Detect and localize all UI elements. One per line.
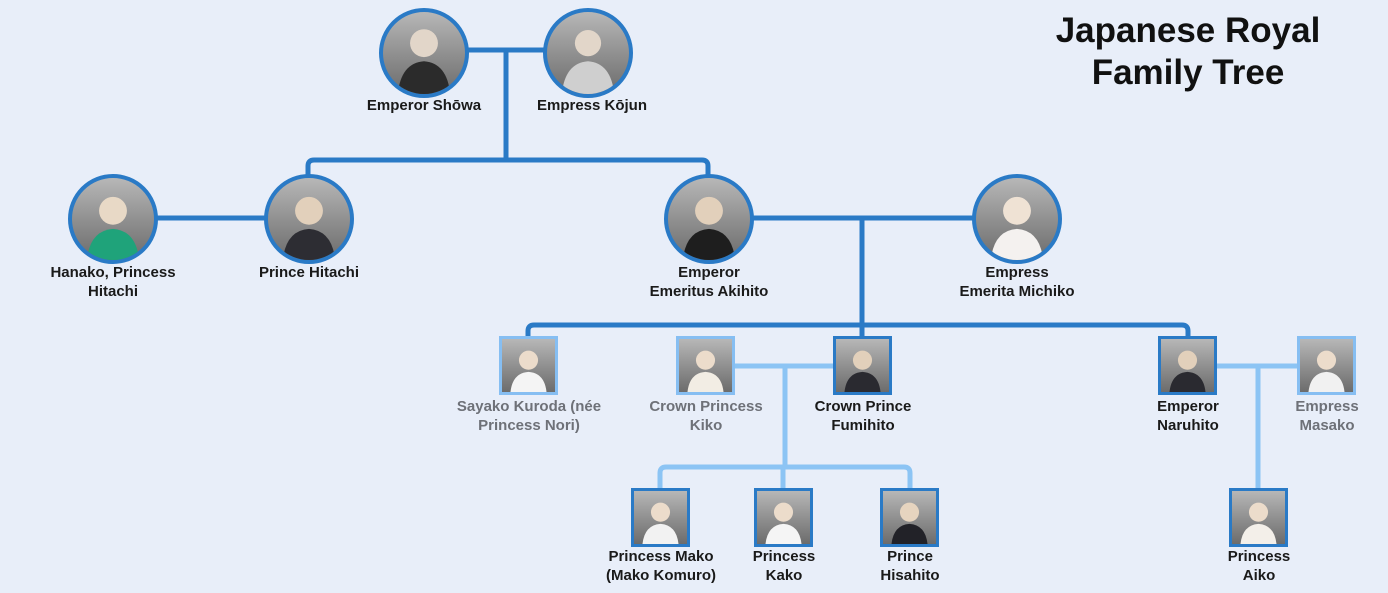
portrait-empress-kojun: [543, 8, 633, 98]
person-silhouette-icon: [891, 502, 928, 544]
title-line-2: Family Tree: [1091, 53, 1285, 92]
portrait-prince-hitachi: [264, 174, 354, 264]
person-silhouette-icon: [687, 350, 724, 392]
label-empress-kojun: Empress Kōjun: [536, 97, 648, 114]
label-emperor-showa: Emperor Shōwa: [366, 97, 482, 114]
portrait-mako: [631, 488, 690, 547]
portrait-kako: [754, 488, 813, 547]
person-silhouette-icon: [1240, 502, 1277, 544]
portrait-hisahito: [880, 488, 939, 547]
person-silhouette-icon: [1169, 350, 1206, 392]
portrait-aiko: [1229, 488, 1288, 547]
label-prince-hitachi: Prince Hitachi: [258, 264, 360, 281]
person-silhouette-icon: [397, 29, 451, 94]
diagram-title: Japanese Royal Family Tree: [1030, 10, 1346, 94]
person-silhouette-icon: [682, 196, 736, 260]
portrait-sayako: [499, 336, 558, 395]
person-silhouette-icon: [642, 502, 679, 544]
person-silhouette-icon: [844, 350, 881, 392]
portrait-akihito: [664, 174, 754, 264]
person-silhouette-icon: [282, 196, 336, 260]
person-silhouette-icon: [1308, 350, 1345, 392]
title-line-1: Japanese Royal: [1055, 11, 1321, 50]
portrait-masako: [1297, 336, 1356, 395]
connector-gen3-bar: [525, 322, 1191, 340]
portrait-fumihito: [833, 336, 892, 395]
portrait-kiko: [676, 336, 735, 395]
portrait-michiko: [972, 174, 1062, 264]
person-silhouette-icon: [990, 196, 1044, 260]
portrait-naruhito: [1158, 336, 1217, 395]
portrait-emperor-showa: [379, 8, 469, 98]
connector-gen2-bar: [305, 157, 711, 180]
person-silhouette-icon: [510, 350, 547, 392]
label-mako: Princess Mako(Mako Komuro): [606, 548, 716, 584]
person-silhouette-icon: [86, 196, 140, 260]
person-silhouette-icon: [561, 30, 615, 94]
person-silhouette-icon: [765, 502, 802, 544]
portrait-hanako: [68, 174, 158, 264]
